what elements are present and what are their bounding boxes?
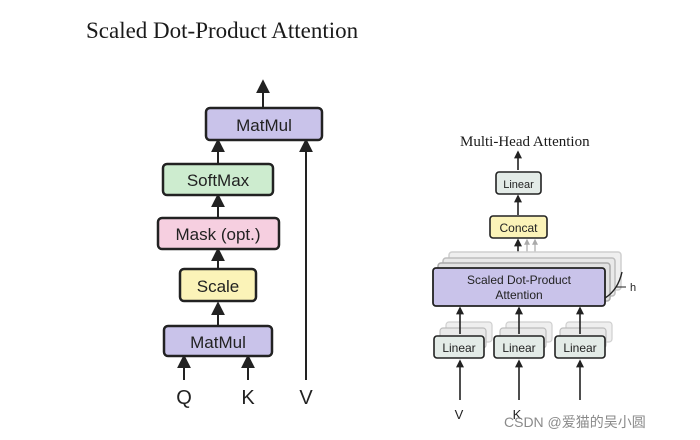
linear-k-label: Linear <box>502 341 535 355</box>
linear-v-box: Linear <box>433 335 485 359</box>
scale-box: Scale <box>178 267 258 303</box>
linear-q-box: Linear <box>554 335 606 359</box>
right-diagram: Linear Concat Scaled Dot-Product Attenti… <box>432 150 636 422</box>
concat-label: Concat <box>499 221 538 235</box>
attention-label-line1: Scaled Dot-Product <box>467 273 572 287</box>
k-input-label-right: K <box>513 407 522 422</box>
attention-label-line2: Attention <box>495 288 542 302</box>
csdn-watermark: CSDN @爱猫的吴小圆 <box>504 414 646 430</box>
matmul-top-label: MatMul <box>236 116 292 135</box>
left-diagram: MatMul SoftMax Mask (opt.) Scale MatMul … <box>156 79 324 409</box>
softmax-label: SoftMax <box>187 171 250 190</box>
k-input-label: K <box>241 387 255 409</box>
heads-label: h <box>630 282 636 294</box>
matmul-bottom-box: MatMul <box>162 324 274 358</box>
linear-top-box: Linear <box>495 171 542 195</box>
concat-box: Concat <box>489 215 548 239</box>
q-input-label: Q <box>176 387 192 409</box>
linear-q-label: Linear <box>563 341 596 355</box>
mask-box: Mask (opt.) <box>156 216 281 251</box>
matmul-top-box: MatMul <box>204 106 324 142</box>
v-input-label-right: V <box>455 407 464 422</box>
v-input-label: V <box>299 387 313 409</box>
scale-label: Scale <box>197 277 240 296</box>
softmax-box: SoftMax <box>161 162 275 197</box>
multi-head-attention-title: Multi-Head Attention <box>460 134 590 150</box>
linear-top-label: Linear <box>503 179 534 191</box>
matmul-bottom-label: MatMul <box>190 333 246 352</box>
linear-v-label: Linear <box>442 341 475 355</box>
linear-k-box: Linear <box>493 335 545 359</box>
mask-label: Mask (opt.) <box>175 225 260 244</box>
scaled-dot-product-attention-title: Scaled Dot-Product Attention <box>86 18 359 43</box>
scaled-dot-product-attention-box: Scaled Dot-Product Attention <box>432 267 606 307</box>
heads-bracket <box>604 271 623 299</box>
